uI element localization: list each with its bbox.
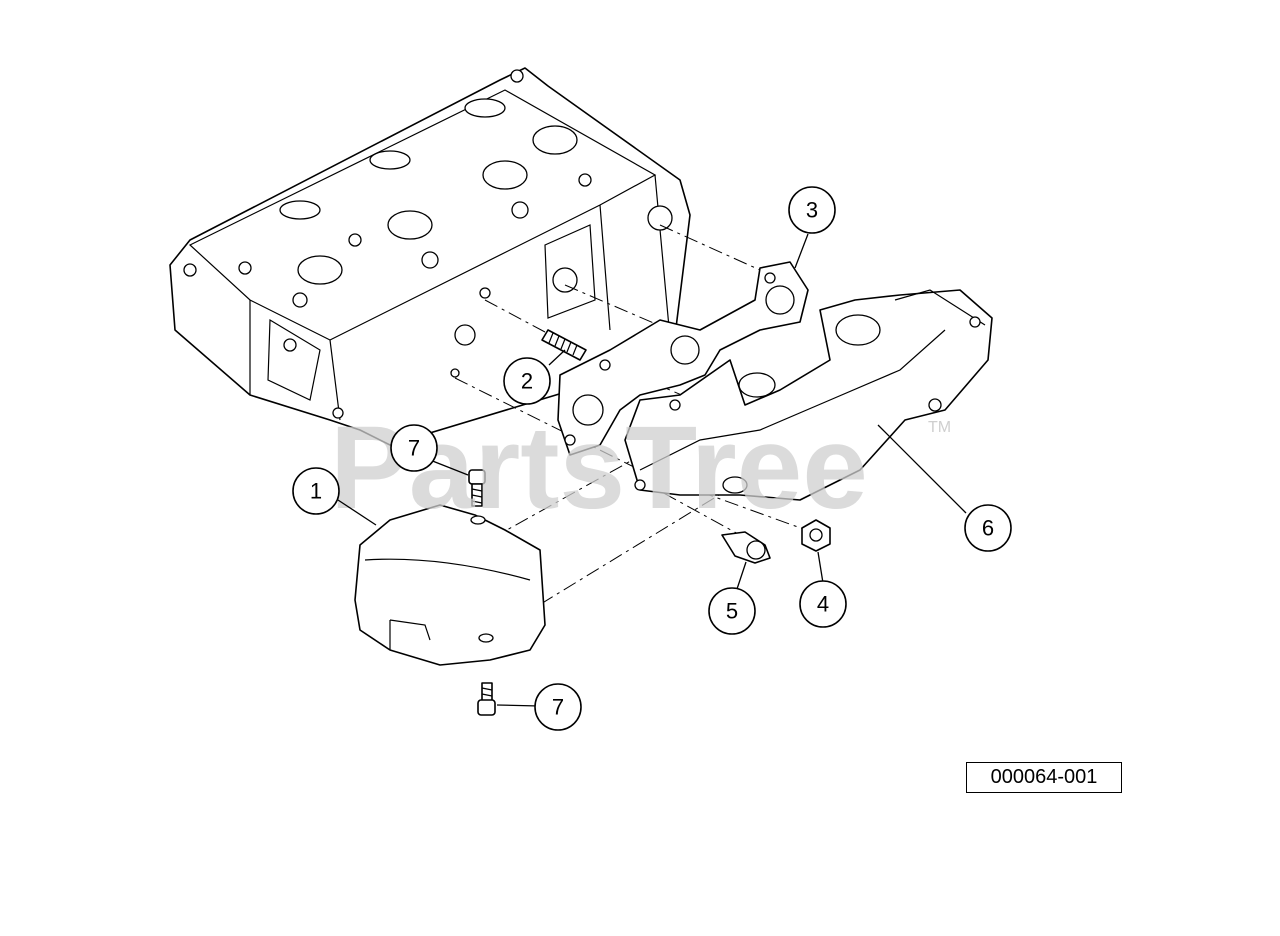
callout-7-top: 7 — [390, 424, 438, 472]
callout-2: 2 — [503, 357, 551, 405]
svg-text:4: 4 — [817, 592, 829, 617]
leader-lines — [337, 233, 967, 707]
svg-text:5: 5 — [726, 599, 738, 624]
svg-text:7: 7 — [408, 436, 420, 461]
callout-6: 6 — [964, 504, 1012, 552]
svg-text:1: 1 — [310, 479, 322, 504]
callout-1: 1 — [292, 467, 340, 515]
cylinder-head — [169, 67, 691, 446]
heat-shield — [354, 504, 546, 666]
stud — [541, 329, 587, 361]
callout-4: 4 — [799, 580, 847, 628]
svg-text:3: 3 — [806, 198, 818, 223]
svg-text:2: 2 — [521, 369, 533, 394]
flange-bolt — [721, 531, 771, 564]
callout-3: 3 — [788, 186, 836, 234]
watermark-tm: TM — [928, 419, 951, 436]
exhaust-manifold — [624, 289, 993, 501]
gasket — [557, 261, 809, 456]
callout-7-bottom: 7 — [534, 683, 582, 731]
reference-number: 000064-001 — [966, 762, 1122, 793]
svg-text:7: 7 — [552, 695, 564, 720]
callout-5: 5 — [708, 587, 756, 635]
bolt-top — [468, 469, 486, 507]
flange-nut — [801, 519, 831, 552]
svg-text:6: 6 — [982, 516, 994, 541]
bolt-bottom — [477, 682, 496, 716]
